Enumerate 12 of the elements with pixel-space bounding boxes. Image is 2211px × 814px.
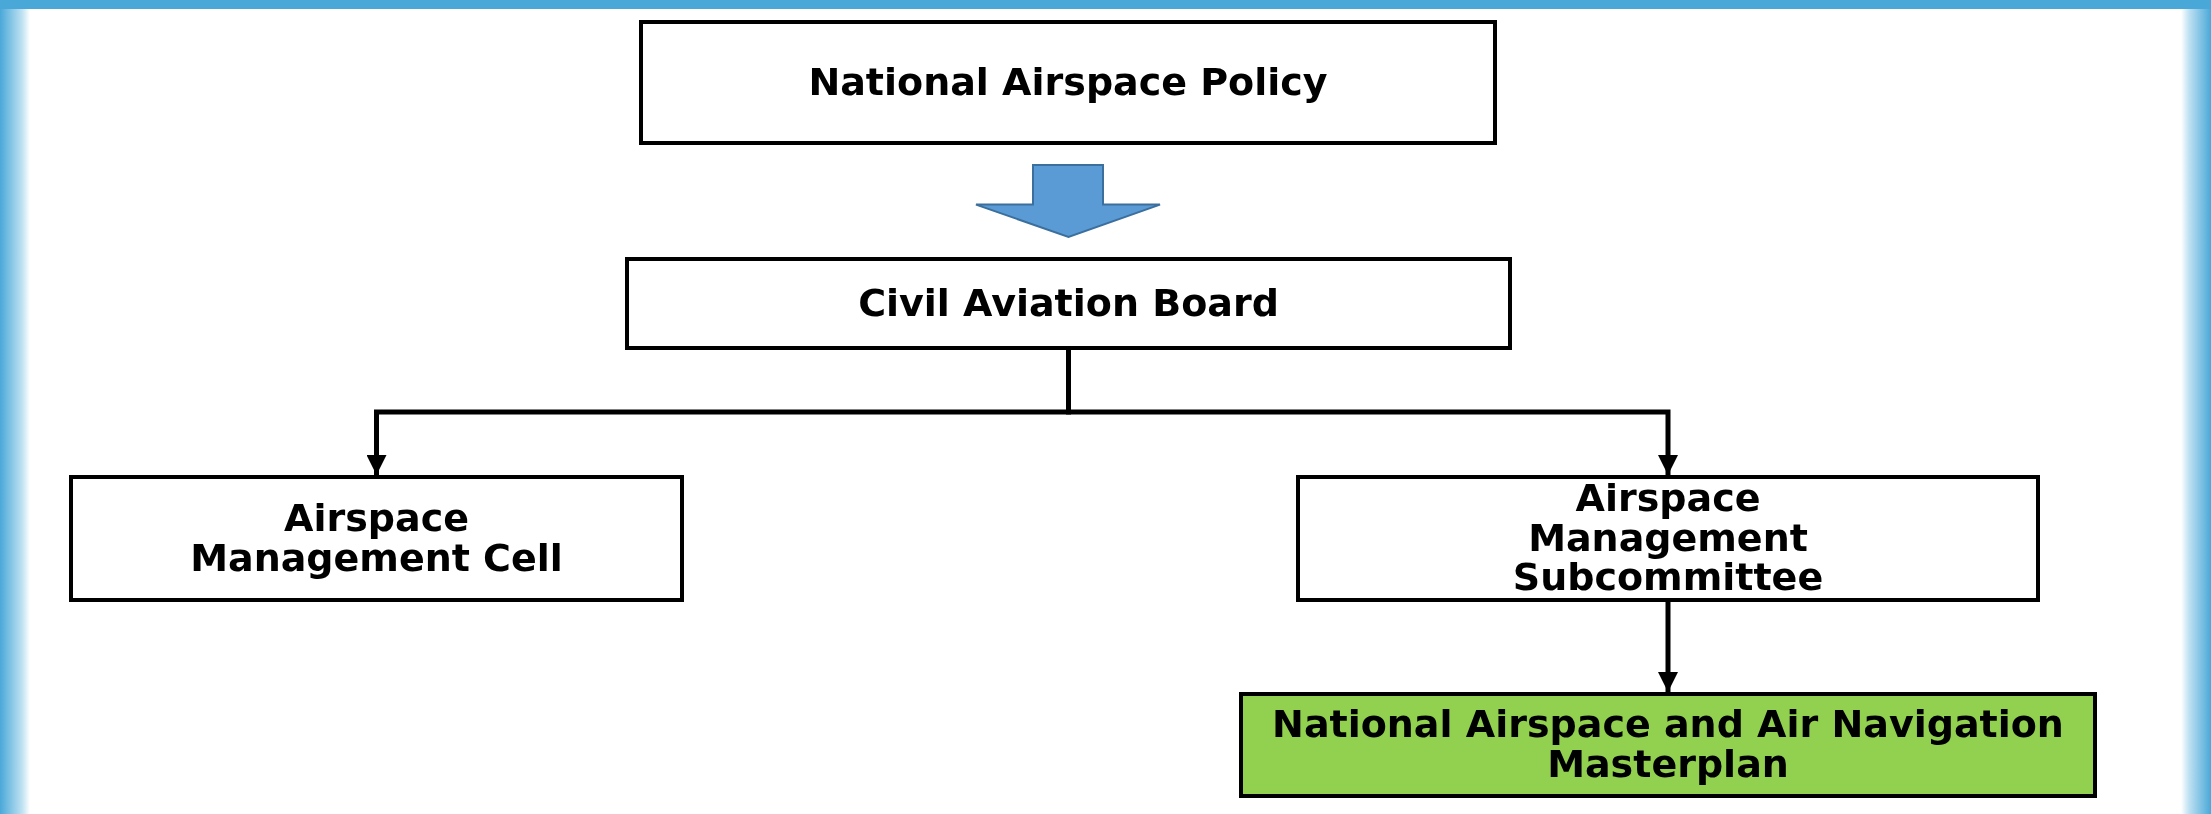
box-label: National Airspace and Air Navigation Masterplan xyxy=(1271,705,2065,785)
box-label: National Airspace Policy xyxy=(808,62,1328,103)
box-label: Airspace Management Cell xyxy=(189,498,564,579)
connector-arrow xyxy=(1658,602,1678,692)
org-box xyxy=(69,475,684,602)
org-box xyxy=(1296,475,2040,602)
highlighted-box xyxy=(1239,692,2097,798)
box-label: Civil Aviation Board xyxy=(858,283,1279,324)
box-label: Airspace Management Subcommittee xyxy=(1511,478,1825,599)
org-box xyxy=(639,20,1497,145)
block-arrow xyxy=(975,164,1161,239)
org-box xyxy=(625,257,1512,350)
